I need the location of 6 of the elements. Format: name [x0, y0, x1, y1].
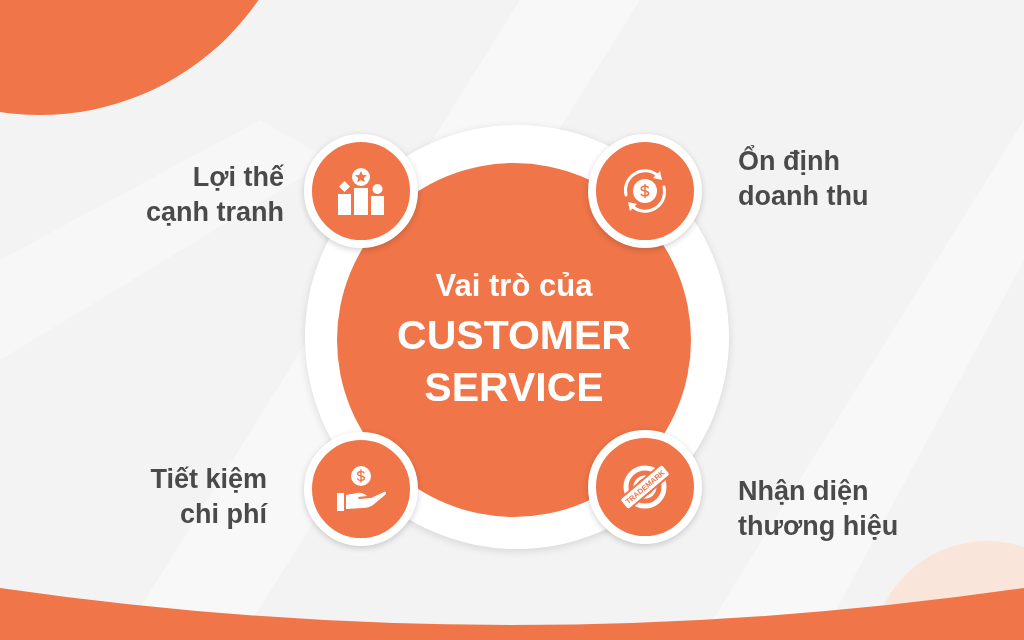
- caption-text: Nhận diện thương hiệu: [738, 475, 900, 543]
- caption-text: Ổn định doanh thu: [738, 144, 870, 213]
- title-text: CUSTOMER SERVICE: [396, 311, 632, 412]
- caption-text: Tiết kiệm chi phí: [149, 463, 267, 531]
- heading-text: Vai trò của: [435, 267, 593, 305]
- caption-text: Lợi thế cạnh tranh: [144, 161, 284, 229]
